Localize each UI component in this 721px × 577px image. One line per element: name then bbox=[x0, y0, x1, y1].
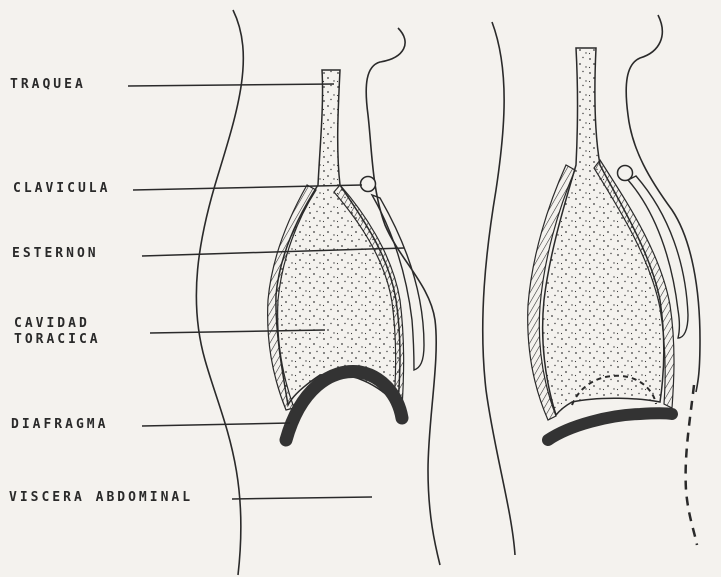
right-thoracic-cavity bbox=[543, 48, 664, 415]
right-diaphragm bbox=[548, 413, 672, 440]
leader-diaphragm bbox=[142, 423, 290, 426]
label-trachea: TRAQUEA bbox=[10, 77, 86, 93]
right-back-outline bbox=[483, 22, 515, 555]
label-thoracic-cavity-line1: CAVIDAD bbox=[14, 316, 101, 332]
label-diaphragm: DIAFRAGMA bbox=[11, 417, 108, 433]
label-thoracic-cavity-line2: TORACICA bbox=[14, 332, 101, 348]
right-abdomen-dashed bbox=[686, 385, 697, 545]
left-figure bbox=[196, 10, 440, 575]
leader-viscera bbox=[232, 497, 372, 499]
leader-trachea bbox=[128, 84, 334, 86]
left-thoracic-cavity bbox=[276, 70, 400, 405]
left-back-outline bbox=[196, 10, 243, 575]
right-clavicle bbox=[618, 166, 633, 181]
label-abdominal-viscera: VISCERA ABDOMINAL bbox=[9, 490, 193, 506]
left-clavicle bbox=[361, 177, 376, 192]
label-thoracic-cavity: CAVIDAD TORACICA bbox=[14, 316, 101, 348]
label-clavicle: CLAVICULA bbox=[13, 181, 110, 197]
label-sternum: ESTERNON bbox=[12, 246, 99, 262]
right-figure bbox=[483, 15, 700, 555]
